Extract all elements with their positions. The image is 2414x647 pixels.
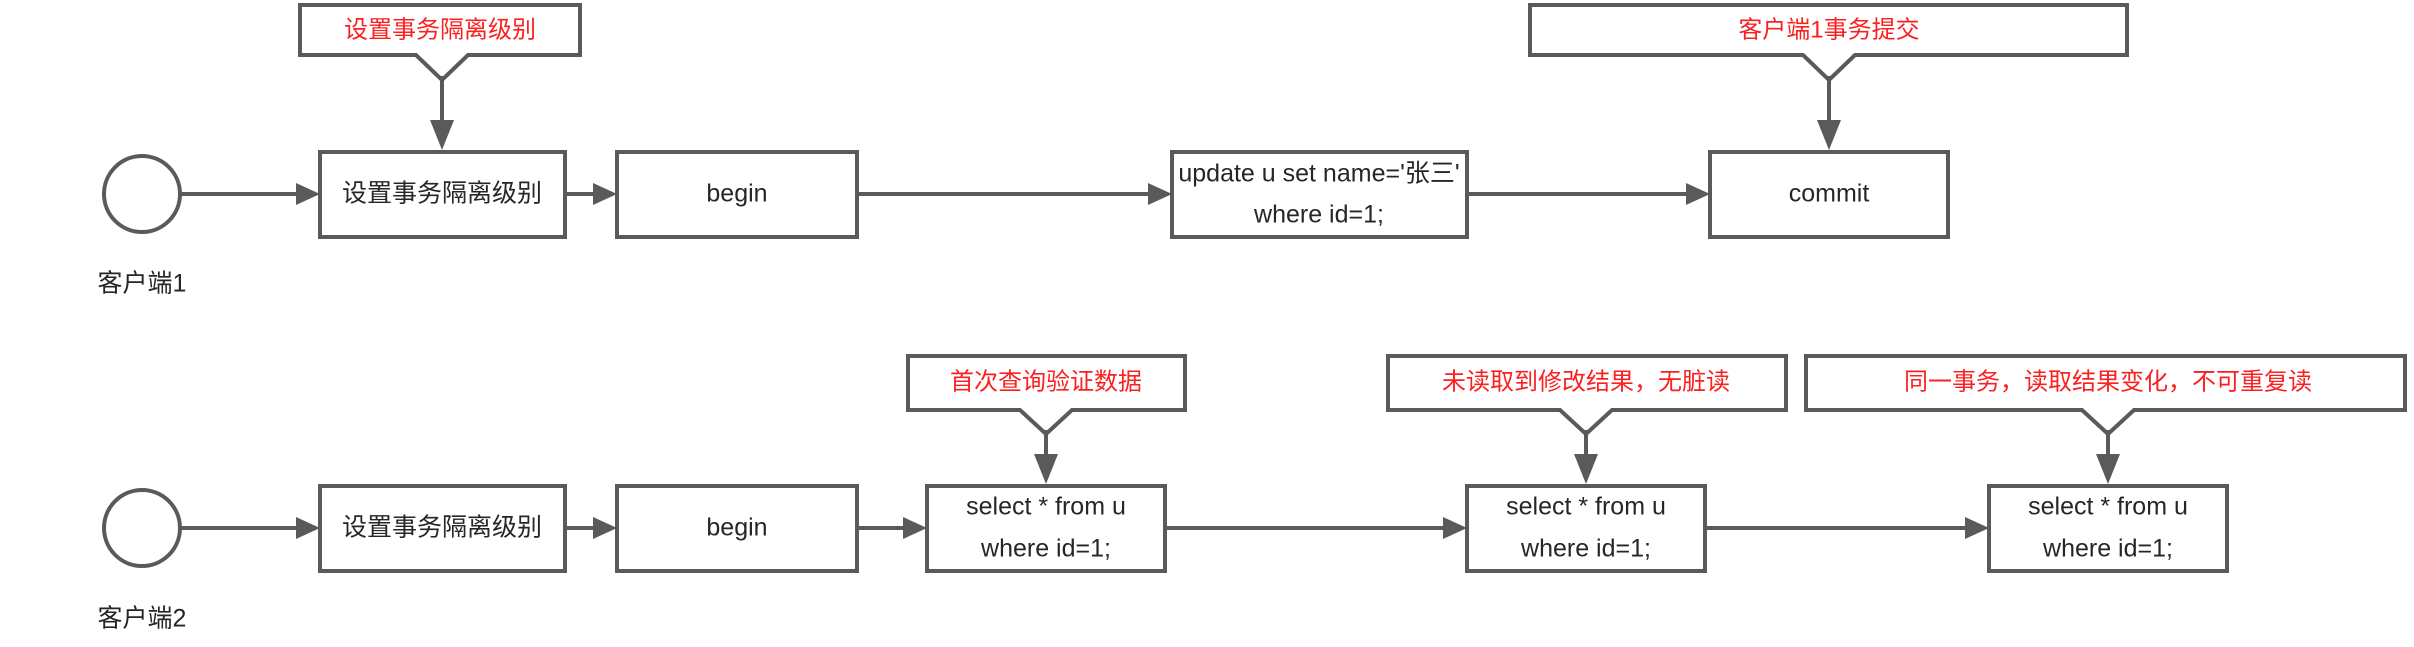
lane1-conn-start-to-set	[180, 183, 320, 205]
lane2-node-set-isolation[interactable]: 设置事务隔离级别	[318, 484, 567, 573]
lane1-conn-update-to-commit	[1467, 183, 1710, 205]
lane2-conn-select1-to-select2	[1165, 517, 1467, 539]
lane1-start-circle	[102, 154, 182, 234]
lane1-annotation-set-isolation-pointer	[430, 76, 454, 150]
lane1-annotation-commit-text: 客户端1事务提交	[1738, 16, 1919, 43]
lane1-annotation-commit[interactable]: 客户端1事务提交	[1528, 3, 2129, 83]
lane2-annotation-select-1-pointer	[1034, 430, 1058, 484]
lane2-node-select-2-line2: where id=1;	[1520, 535, 1651, 563]
lane2-node-set-isolation-line1: 设置事务隔离级别	[342, 514, 542, 542]
lane2-annotation-select-3[interactable]: 同一事务，读取结果变化，不可重复读	[1804, 354, 2407, 437]
lane2-node-select-2[interactable]: select * from u where id=1;	[1465, 484, 1707, 573]
lane2-node-select-1-line2: where id=1;	[980, 535, 1111, 563]
lane1-node-begin[interactable]: begin	[615, 150, 859, 239]
lane1-annotation-commit-pointer	[1817, 76, 1841, 150]
lane1-node-commit[interactable]: commit	[1708, 150, 1950, 239]
lane2-node-select-3[interactable]: select * from u where id=1;	[1987, 484, 2229, 573]
lane1-node-update-line1: update u set name='张三'	[1178, 160, 1459, 188]
lane2-conn-select2-to-select3	[1705, 517, 1989, 539]
lane1-node-set-isolation-line1: 设置事务隔离级别	[342, 180, 542, 208]
lane2-annotation-select-1[interactable]: 首次查询验证数据	[906, 354, 1187, 437]
lane1-actor-label: 客户端1	[98, 270, 187, 298]
lane2-actor-label: 客户端2	[98, 605, 187, 633]
lane1-node-update[interactable]: update u set name='张三' where id=1;	[1170, 150, 1469, 239]
lane2-start-circle	[102, 488, 182, 568]
lane2-node-select-1[interactable]: select * from u where id=1;	[925, 484, 1167, 573]
lane2-conn-start-to-set	[180, 517, 320, 539]
lane2-node-select-2-line1: select * from u	[1506, 493, 1666, 521]
lane2-annotation-select-3-pointer	[2096, 430, 2120, 484]
lane2-node-select-3-line1: select * from u	[2028, 493, 2188, 521]
lane1-node-commit-label: commit	[1789, 180, 1870, 208]
lane1-conn-set-to-begin	[565, 183, 617, 205]
lane1-annotation-set-isolation[interactable]: 设置事务隔离级别	[298, 3, 582, 83]
lane2-node-begin[interactable]: begin	[615, 484, 859, 573]
lane1-annotation-set-isolation-text: 设置事务隔离级别	[344, 16, 536, 43]
lane1-node-set-isolation[interactable]: 设置事务隔离级别	[318, 150, 567, 239]
lane2-annotation-select-2-text: 未读取到修改结果，无脏读	[1442, 368, 1730, 395]
lane1-node-begin-label: begin	[706, 180, 767, 208]
lane2-node-select-1-line1: select * from u	[966, 493, 1126, 521]
lane2-conn-begin-to-select1	[857, 517, 927, 539]
lane1-conn-begin-to-update	[857, 183, 1172, 205]
lane2-annotation-select-1-text: 首次查询验证数据	[950, 368, 1142, 395]
lane2-annotation-select-2[interactable]: 未读取到修改结果，无脏读	[1386, 354, 1788, 437]
lane2-node-begin-label: begin	[706, 514, 767, 542]
lane2-annotation-select-3-text: 同一事务，读取结果变化，不可重复读	[1904, 368, 2312, 395]
lane2-conn-set-to-begin	[565, 517, 617, 539]
lane2-node-select-3-line2: where id=1;	[2042, 535, 2173, 563]
lane1-node-update-line2: where id=1;	[1253, 201, 1384, 229]
lane2-annotation-select-2-pointer	[1574, 430, 1598, 484]
